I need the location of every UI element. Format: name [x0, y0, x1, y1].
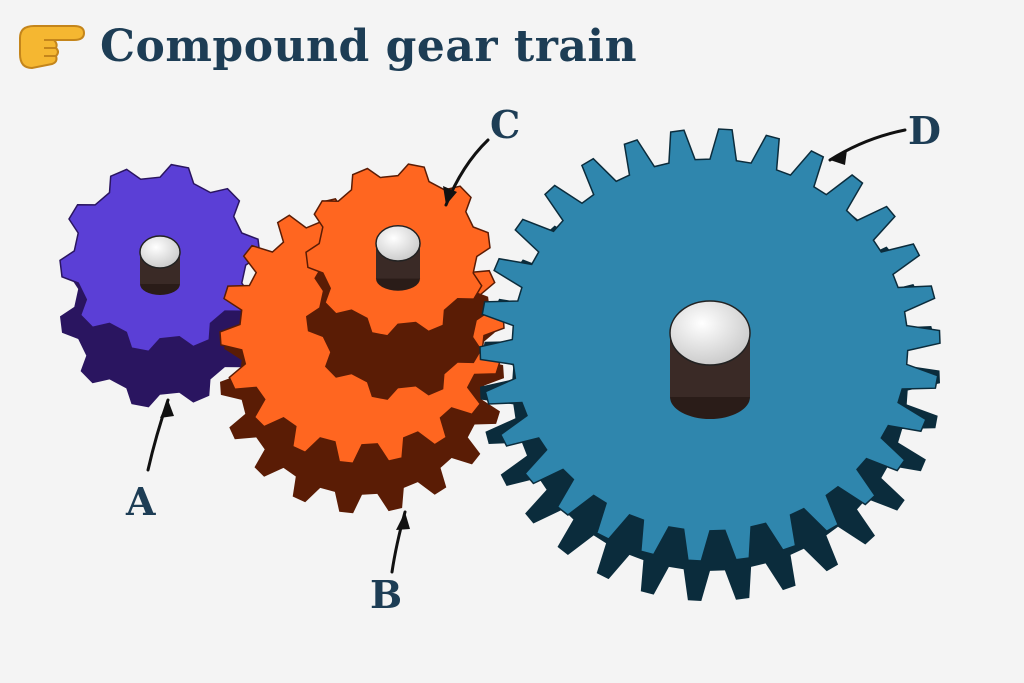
title-row: Compound gear train — [14, 18, 637, 74]
arrowhead-d — [830, 150, 847, 165]
label-d: D — [908, 108, 941, 153]
gear-d-axle — [669, 300, 751, 419]
label-c: C — [490, 102, 520, 147]
arrowhead-b — [396, 512, 410, 530]
label-a: A — [125, 479, 156, 524]
page-title: Compound gear train — [100, 20, 638, 72]
gear-a — [59, 163, 261, 408]
axle-top — [139, 235, 181, 269]
gear-d — [479, 128, 941, 601]
gear-c-axle — [375, 225, 421, 291]
arrowhead-a — [160, 400, 174, 418]
arrow-d — [828, 128, 907, 162]
arrowhead-c — [443, 186, 457, 205]
axle-top — [669, 300, 751, 366]
axle-top — [375, 225, 421, 262]
gear-c — [305, 163, 491, 400]
gear-a-axle — [139, 235, 181, 295]
pointing-hand-icon — [19, 25, 86, 70]
label-b: B — [370, 572, 402, 617]
